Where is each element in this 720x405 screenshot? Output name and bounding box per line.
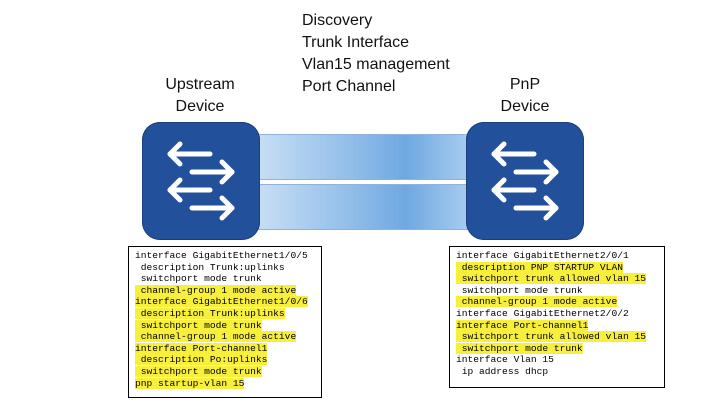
config-line: channel-group 1 mode active [135,331,315,343]
config-line: channel-group 1 mode active [456,296,658,308]
feature-list: Discovery Trunk Interface Vlan15 managem… [302,10,450,98]
upstream-label-line2: Device [175,98,225,115]
config-line: switchport mode trunk [135,365,315,378]
config-line-text: interface GigabitEthernet2/0/1 [456,250,629,261]
config-line: interface GigabitEthernet1/0/5 [135,250,315,262]
upstream-label-line1: Upstream [165,76,235,93]
config-line: interface GigabitEthernet2/0/1 [456,250,658,262]
config-line: switchport trunk allowed vlan 15 [456,273,658,285]
config-line-text: switchport mode trunk [135,273,262,285]
config-line-text: interface Vlan 15 [456,354,554,366]
link-cable-1 [258,134,470,180]
upstream-config-box: interface GigabitEthernet1/0/5 descripti… [128,246,322,398]
switch-arrows-icon [167,141,235,221]
config-line-text: interface GigabitEthernet1/0/5 [135,250,308,261]
feature-trunk-interface: Trunk Interface [302,34,410,51]
config-line-text: switchport mode trunk [135,319,262,331]
pnp-switch [466,122,584,240]
config-line-text: pnp startup-vlan 15 [135,377,245,389]
config-line-text: description PNP STARTUP VLAN [456,261,623,273]
config-line-text: switchport trunk allowed vlan 15 [456,331,646,343]
pnp-label-line1: PnP [509,76,541,93]
pnp-config-box: interface GigabitEthernet2/0/1 descripti… [449,246,665,388]
config-line: switchport mode trunk [456,342,658,355]
config-line: ip address dhcp [456,366,658,378]
config-line-text: channel-group 1 mode active [456,296,618,308]
pnp-device-label: PnP Device [465,74,585,118]
config-line-text: ip address dhcp [456,365,549,377]
link-cable-2 [258,184,470,230]
config-line-text: switchport mode trunk [456,284,583,296]
config-line: interface GigabitEthernet1/0/6 [135,296,315,308]
config-line: channel-group 1 mode active [135,284,315,297]
config-line-text: switchport mode trunk [456,342,583,354]
feature-discovery: Discovery [302,12,373,29]
config-line: switchport trunk allowed vlan 15 [456,331,658,343]
config-line-text: channel-group 1 mode active [135,331,297,343]
feature-vlan15-management: Vlan15 management [302,56,450,73]
config-line: description Trunk:uplinks [135,307,315,320]
config-line: description Trunk:uplinks [135,262,315,274]
config-line-text: description Po:uplinks [135,354,268,366]
config-line-text: switchport trunk allowed vlan 15 [456,273,646,285]
config-line: interface Port-channel1 [456,319,658,332]
switch-arrows-icon [491,141,559,221]
config-line: switchport mode trunk [135,319,315,332]
config-line-text: description Trunk:uplinks [135,307,285,319]
config-line: description PNP STARTUP VLAN [456,261,658,274]
config-line: interface Vlan 15 [456,354,658,366]
config-line-text: switchport mode trunk [135,365,262,377]
config-line-text: description Trunk:uplinks [135,261,285,273]
config-line: switchport mode trunk [456,285,658,297]
pnp-label-line2: Device [500,98,550,115]
config-line-text: interface Port-channel1 [456,319,589,331]
config-line-text: channel-group 1 mode active [135,284,297,296]
feature-port-channel: Port Channel [302,78,396,95]
config-line: switchport mode trunk [135,273,315,285]
upstream-switch [142,122,260,240]
config-line: interface GigabitEthernet2/0/2 [456,308,658,320]
config-line: description Po:uplinks [135,354,315,366]
config-line: pnp startup-vlan 15 [135,377,315,390]
config-line: interface Port-channel1 [135,342,315,355]
config-line-text: interface GigabitEthernet1/0/6 [135,296,308,308]
config-line-text: interface Port-channel1 [135,342,268,354]
config-line-text: interface GigabitEthernet2/0/2 [456,307,629,319]
upstream-device-label: Upstream Device [140,74,260,118]
